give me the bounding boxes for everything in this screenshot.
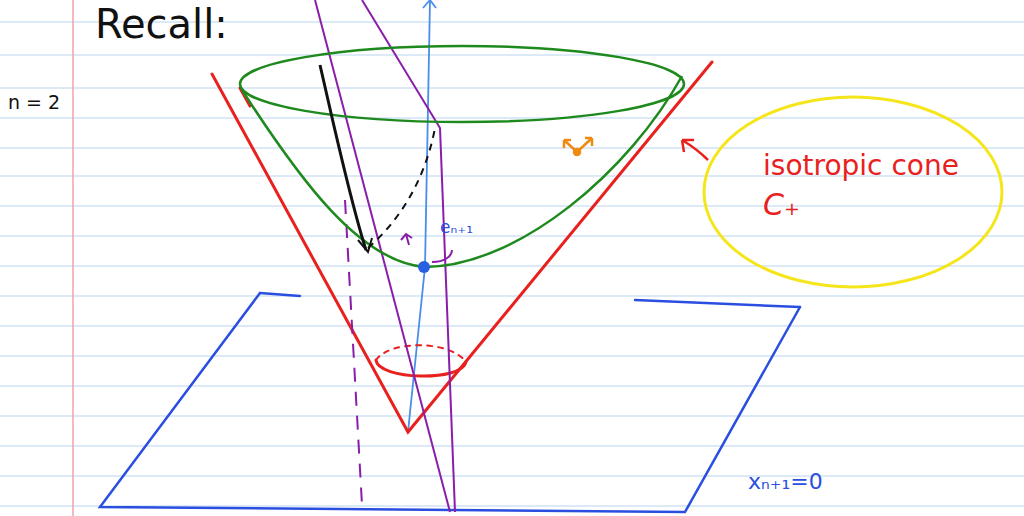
base-point <box>418 261 430 273</box>
axis-arrow <box>423 0 436 8</box>
vector-label: eₙ₊₁ <box>440 218 473 237</box>
geodesic <box>320 65 366 250</box>
tangent-vectors <box>564 138 592 155</box>
leader-arrow <box>682 140 708 160</box>
geodesic-arrow <box>358 238 372 252</box>
symbol-label: C₊ <box>763 188 959 223</box>
plane-label: xₙ₊₁=0 <box>748 470 823 494</box>
callout-text: isotropic cone <box>763 150 959 182</box>
callout-outline <box>701 94 1005 290</box>
heading-note: Recall: <box>95 2 228 46</box>
margin-line <box>72 0 74 516</box>
callout-ellipse: isotropic coneC₊ <box>701 94 1005 290</box>
tangent-arrows <box>401 234 452 262</box>
hyperboloid <box>240 46 684 267</box>
plane-lines <box>315 0 455 512</box>
isotropic-cone <box>212 62 712 432</box>
dimension-note: n = 2 <box>8 92 60 113</box>
geodesic-hidden <box>368 128 435 248</box>
